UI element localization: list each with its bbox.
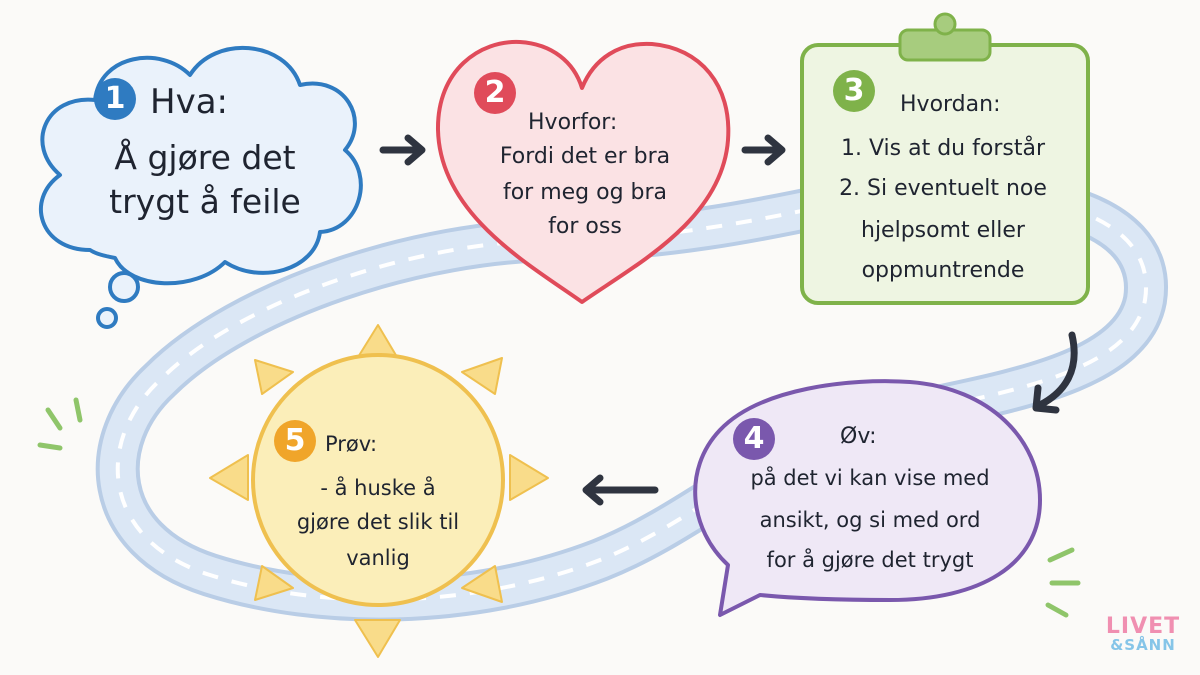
step4-speech-bubble — [693, 379, 1042, 617]
arrow-3-to-4 — [1032, 331, 1078, 414]
step3-text-line-2: 2. Si eventuelt noe — [839, 176, 1047, 201]
step1-title: Hva: — [150, 82, 228, 122]
arrow-2-to-3 — [741, 134, 786, 166]
step1-text-line-2: trygt å feile — [109, 182, 301, 221]
step5-text-line-2: gjøre det slik til — [296, 510, 460, 534]
step3-title: Hvordan: — [900, 92, 1001, 117]
step4-title: Øv: — [840, 424, 877, 449]
step1-number-badge: 1 — [94, 78, 136, 120]
step5-number-badge: 5 — [274, 420, 316, 462]
step4-text-line-2: ansikt, og si med ord — [759, 508, 981, 532]
step5-text-line-1: - å huske å — [320, 476, 436, 500]
step3-text-line-1: 1. Vis at du forstår — [841, 136, 1045, 161]
step5-title: Prøv: — [325, 432, 378, 456]
livet-og-sann-logo: LIVET &SÅNN — [1100, 616, 1186, 653]
step2-text-line-1: Fordi det er bra — [499, 144, 671, 169]
decorative-spark-right — [1045, 547, 1081, 618]
logo-line-1: LIVET — [1105, 614, 1181, 639]
step5-text-line-3: vanlig — [346, 546, 410, 570]
step2-text-line-2: for meg og bra — [502, 180, 668, 205]
step4-text-line-3: for å gjøre det trygt — [766, 548, 974, 572]
step2-text-line-3: for oss — [548, 214, 622, 239]
step3-number-badge: 3 — [833, 70, 875, 112]
step2-number-badge: 2 — [474, 72, 516, 114]
step4-text-line-1: på det vi kan vise med — [750, 466, 990, 490]
decorative-spark-left — [37, 397, 83, 451]
step3-clipboard — [800, 12, 1090, 305]
logo-line-2: &SÅNN — [1110, 636, 1176, 654]
step3-text-line-3: hjelpsomt eller — [861, 218, 1025, 243]
arrow-4-to-5 — [582, 474, 659, 506]
step1-text-line-1: Å gjøre det — [114, 138, 296, 177]
arrow-1-to-2 — [379, 134, 426, 166]
step2-title: Hvorfor: — [528, 110, 618, 135]
step4-number-badge: 4 — [733, 418, 775, 460]
step3-text-line-4: oppmuntrende — [861, 258, 1025, 283]
step5-sun — [209, 324, 549, 658]
